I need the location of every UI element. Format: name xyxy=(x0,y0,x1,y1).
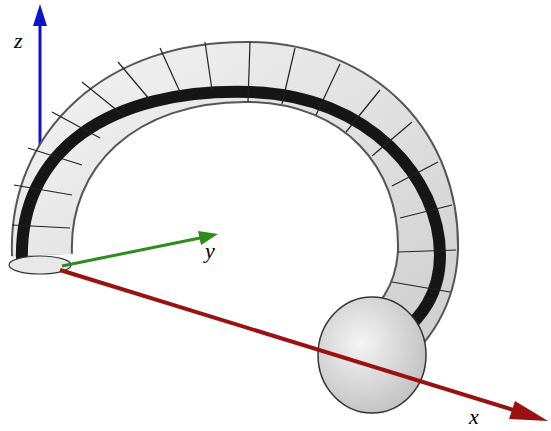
axis-label: x xyxy=(469,406,479,428)
tube-segments xyxy=(12,42,456,292)
axis-label: z xyxy=(14,30,23,52)
axis-label: y xyxy=(205,240,215,262)
z-arrowhead xyxy=(33,4,47,26)
y-axis xyxy=(62,238,200,266)
x-arrowhead xyxy=(509,401,548,421)
x-axis xyxy=(60,270,520,412)
